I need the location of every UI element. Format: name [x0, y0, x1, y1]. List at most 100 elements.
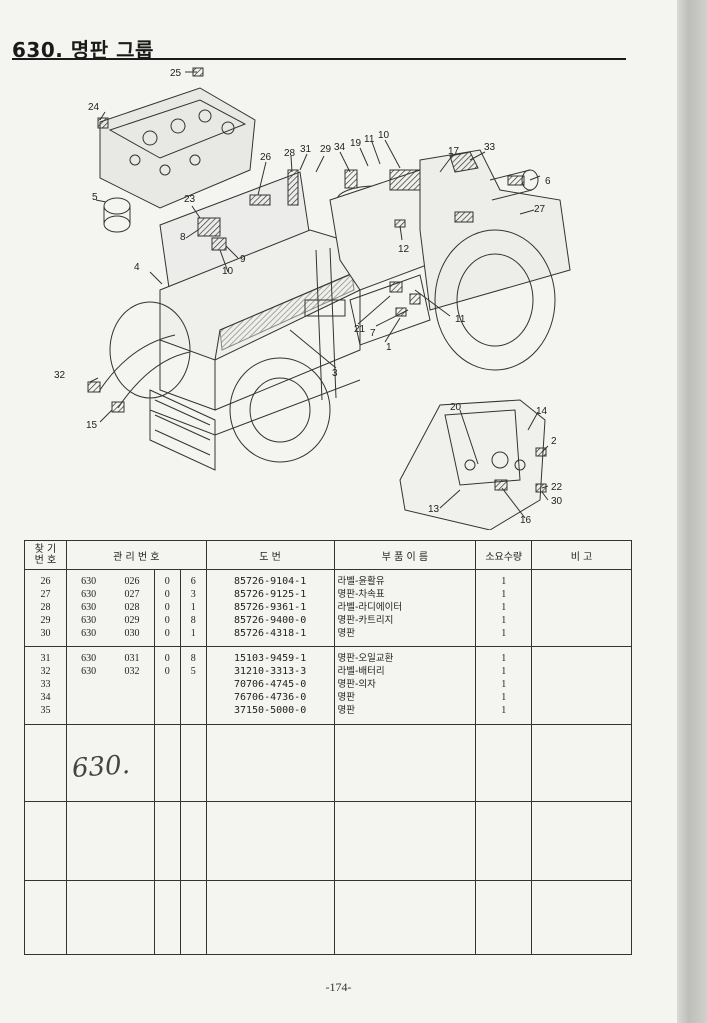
cell-index: 32 — [40, 666, 51, 677]
callout-label: 33 — [484, 142, 496, 153]
callout-label: 26 — [260, 152, 272, 163]
callout-label: 23 — [184, 194, 196, 205]
cell-part-name: 명판 — [337, 705, 355, 716]
cell-mgmt: 0 — [164, 576, 170, 587]
callout-label: 7 — [370, 328, 376, 339]
cell-drawing-no: 85726-9400-0 — [233, 615, 307, 626]
callout-label: 34 — [334, 142, 346, 153]
col-header-name: 부 품 이 름 — [333, 540, 477, 570]
cell-mgmt: 630 — [81, 653, 97, 664]
callout-label: 28 — [284, 148, 296, 159]
callout-label: 25 — [170, 68, 182, 79]
cell-mgmt: 1 — [190, 602, 196, 613]
cell-qty: 1 — [501, 653, 507, 664]
callout-label: 11 — [364, 134, 375, 145]
cell-index: 31 — [40, 653, 51, 664]
cell-mgmt: 1 — [190, 628, 196, 639]
cell-mgmt: 026 — [124, 576, 140, 587]
cell-mgmt: 0 — [164, 602, 170, 613]
col-drawing: 15103-9459-1 31210-3313-3 70706-4745-0 7… — [205, 646, 335, 725]
cell-drawing-no: 37150-5000-0 — [233, 705, 307, 716]
cell-index: 29 — [40, 615, 51, 626]
cell-mgmt: 027 — [124, 589, 140, 600]
cell-index: 28 — [40, 602, 51, 613]
callout-label: 3 — [332, 368, 338, 379]
col-mgmt-1: 630 630 — [65, 646, 111, 725]
cell-mgmt: 0 — [164, 666, 170, 677]
col-header-qty: 소요수량 — [475, 540, 533, 570]
parts-diagram: 25 24 5 23 8 9 10 26 28 31 29 34 19 11 1… — [54, 67, 571, 530]
cell-mgmt: 630 — [81, 615, 97, 626]
callout-label: 6 — [545, 176, 551, 187]
cell-qty: 1 — [501, 628, 507, 639]
callout-label: 12 — [398, 244, 410, 255]
callout-label: 9 — [240, 254, 246, 265]
callout-label: 1 — [386, 342, 392, 353]
callout-label: 8 — [180, 232, 186, 243]
cell-mgmt: 630 — [81, 628, 97, 639]
callout-label: 31 — [300, 144, 312, 155]
col-name: 라벨-윤활유 명판-차속표 라벨-라디에이터 명판-카트리지 명판 — [333, 569, 477, 647]
cell-mgmt: 630 — [81, 576, 97, 587]
col-qty: 1 1 1 1 1 — [475, 569, 533, 647]
callout-label: 10 — [222, 266, 234, 277]
cell-index: 30 — [40, 628, 51, 639]
handwritten-note: 630. — [71, 750, 131, 784]
cell-index: 26 — [40, 576, 51, 587]
cell-index: 35 — [40, 705, 51, 716]
cell-part-name: 라벨-배터리 — [337, 666, 385, 677]
cell-qty: 1 — [501, 589, 507, 600]
cell-drawing-no: 70706-4745-0 — [233, 679, 307, 690]
callout-label: 29 — [320, 144, 332, 155]
cell-mgmt: 031 — [124, 653, 140, 664]
callout-label: 24 — [88, 102, 100, 113]
cell-qty: 1 — [501, 615, 507, 626]
col-mgmt-3: 0 0 0 0 0 — [153, 569, 181, 647]
callout-label: 11 — [455, 314, 466, 325]
cell-part-name: 명판 — [337, 628, 355, 639]
cell-qty: 1 — [501, 666, 507, 677]
cell-part-name: 명판-의자 — [337, 679, 376, 690]
callout-label: 19 — [350, 138, 362, 149]
col-note — [531, 646, 632, 725]
cell-drawing-no: 15103-9459-1 — [233, 653, 307, 664]
callout-label: 14 — [536, 406, 548, 417]
cell-qty: 1 — [501, 679, 507, 690]
cell-part-name: 명판-오일교환 — [337, 653, 394, 664]
cell-drawing-no: 85726-4318-1 — [233, 628, 307, 639]
cell-mgmt: 630 — [81, 602, 97, 613]
callout-label: 5 — [92, 192, 98, 203]
cell-qty: 1 — [501, 692, 507, 703]
cell-mgmt: 8 — [190, 653, 196, 664]
cell-mgmt: 5 — [190, 666, 196, 677]
cell-index: 33 — [40, 679, 51, 690]
cell-mgmt: 3 — [190, 589, 196, 600]
cell-mgmt: 630 — [81, 589, 97, 600]
cell-qty: 1 — [501, 602, 507, 613]
callout-labels: 25 24 5 23 8 9 10 26 28 31 29 34 19 11 1… — [54, 68, 563, 526]
callout-label: 22 — [551, 482, 563, 493]
table-row-block-2: 31 32 33 34 35 630 630 031 032 0 0 8 5 — [24, 646, 632, 725]
cell-part-name: 명판 — [337, 692, 355, 703]
cell-mgmt: 6 — [190, 576, 196, 587]
callout-label: 17 — [448, 146, 460, 157]
callout-label: 30 — [551, 496, 563, 507]
col-mgmt-4: 6 3 1 8 1 — [179, 569, 207, 647]
col-mgmt-1: 630 630 630 630 630 — [65, 569, 111, 647]
cell-mgmt: 028 — [124, 602, 140, 613]
col-drawing: 85726-9104-1 85726-9125-1 85726-9361-1 8… — [205, 569, 335, 647]
cell-mgmt: 032 — [124, 666, 140, 677]
cell-mgmt: 0 — [164, 589, 170, 600]
col-header-drawing: 도 번 — [205, 540, 335, 570]
table-row-empty — [24, 724, 632, 802]
callout-label: 2 — [551, 436, 557, 447]
col-mgmt-4: 8 5 — [179, 646, 207, 725]
cell-drawing-no: 76706-4736-0 — [233, 692, 307, 703]
col-header-note: 비 고 — [531, 540, 632, 570]
cell-index: 27 — [40, 589, 51, 600]
cell-part-name: 명판-차속표 — [337, 589, 385, 600]
col-note — [531, 569, 632, 647]
callout-label: 27 — [534, 204, 546, 215]
cell-mgmt: 0 — [164, 615, 170, 626]
callout-label: 13 — [428, 504, 440, 515]
